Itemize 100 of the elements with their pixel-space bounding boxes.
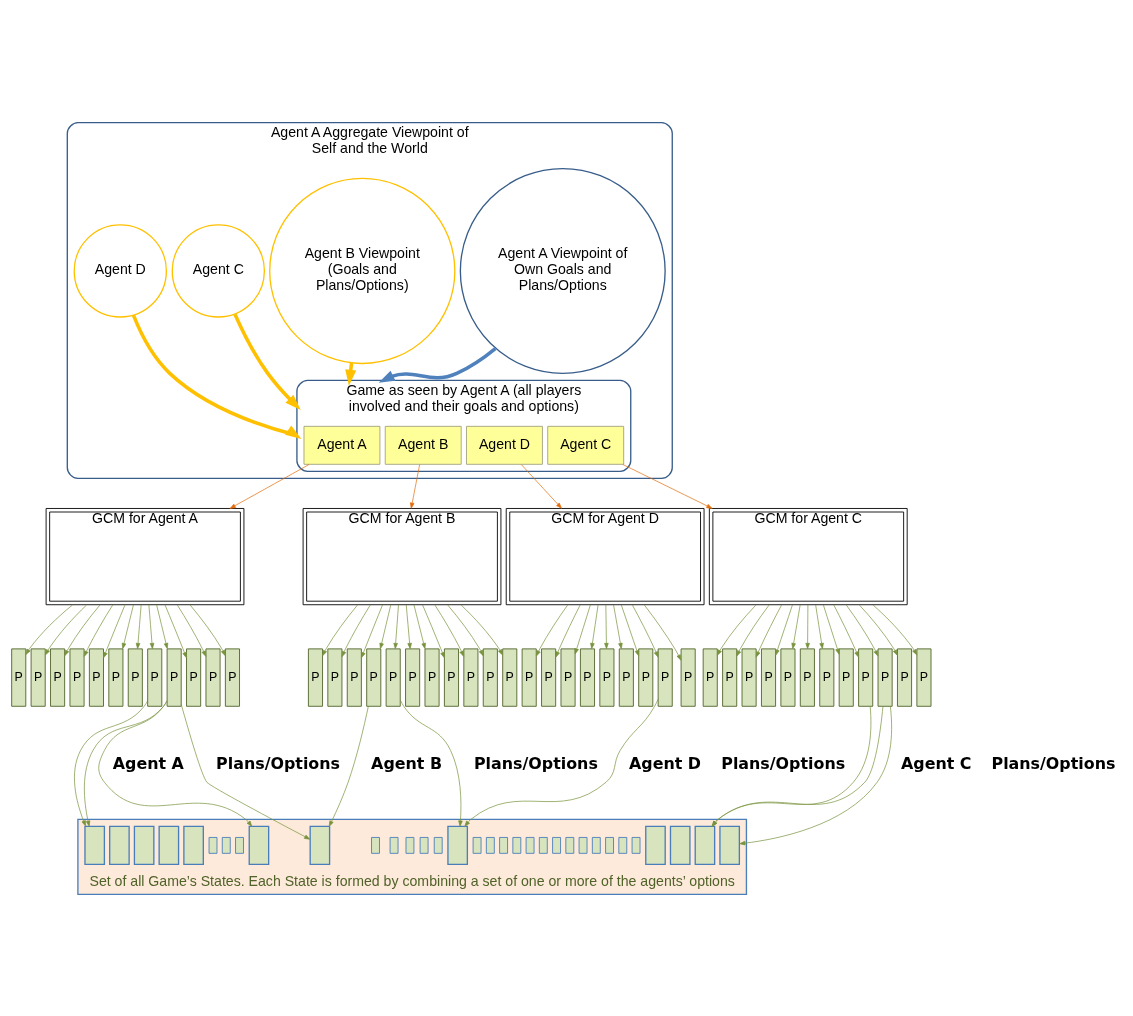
node-box: P: [521, 647, 537, 707]
arrow: [631, 603, 659, 657]
node-box: P: [346, 647, 362, 707]
arrow: [791, 604, 801, 649]
arrow: [156, 604, 169, 649]
arrow: [44, 604, 87, 655]
node-box: P: [205, 647, 221, 707]
arrow: [622, 463, 713, 509]
node-box: [183, 825, 204, 865]
arrow: [410, 463, 420, 509]
node-box: P: [916, 647, 932, 707]
node-box: [419, 836, 429, 854]
node-box: P: [541, 647, 557, 707]
arrow: [176, 604, 207, 657]
arrow: [536, 604, 569, 656]
node-box: P: [799, 647, 815, 707]
label: Agent D: [628, 753, 701, 773]
node-box: P: [30, 647, 46, 707]
node-box: P: [405, 647, 421, 707]
node-box: P: [560, 647, 576, 707]
arrow: [872, 604, 918, 655]
arrow: [555, 604, 581, 657]
arrow: [103, 603, 126, 658]
node-box: P: [680, 647, 696, 707]
node-box: P: [599, 647, 615, 707]
node-box: P: [385, 647, 401, 707]
node-box: P: [88, 647, 104, 707]
node-circle: Agent B Viewpoint (Goals and Plans/Options): [269, 177, 456, 364]
node-box: P: [819, 647, 835, 707]
arrow: [460, 604, 503, 655]
node-box: P: [722, 647, 738, 707]
arrow: [643, 603, 682, 661]
arrow: [341, 604, 371, 657]
node-box: [389, 836, 399, 854]
node-box: [525, 836, 535, 854]
node-box: [447, 825, 469, 865]
arrow: [64, 603, 101, 656]
node-box: [578, 836, 588, 854]
arrow: [405, 604, 412, 649]
arrow: [604, 604, 609, 649]
arrow: [233, 312, 301, 410]
arrow: [148, 604, 155, 649]
arrow: [447, 604, 484, 656]
arrow: [736, 604, 770, 656]
node-box: P: [741, 647, 757, 707]
arrow: [613, 604, 623, 649]
arrow: [574, 604, 591, 654]
node-box: [109, 825, 130, 865]
arrow: [620, 604, 640, 656]
node-box: P: [877, 647, 893, 707]
label: Plans/Options: [473, 753, 598, 773]
label: Agent A: [112, 753, 184, 773]
arrow: [135, 604, 142, 649]
arrow: [328, 705, 369, 827]
node-box: [645, 825, 666, 865]
arrow: [413, 604, 426, 649]
node-box: P: [761, 647, 777, 707]
label: Plans/Options: [991, 753, 1116, 773]
arrow: [858, 604, 898, 656]
node-box: [719, 825, 741, 865]
node-box: P: [780, 647, 796, 707]
node-box: P: [858, 647, 874, 707]
arrow: [434, 603, 465, 657]
node-box: P: [838, 647, 854, 707]
node-box: [512, 836, 522, 854]
node-box: P: [224, 647, 240, 707]
node-box: Agent D: [466, 425, 543, 465]
node-box: [208, 836, 218, 854]
node-box: [371, 836, 380, 854]
node-box: P: [638, 647, 654, 707]
arrow: [815, 604, 824, 649]
label: Plans/Options: [721, 753, 846, 773]
node-box: [605, 836, 614, 854]
node-box: P: [108, 647, 124, 707]
node-box: [565, 836, 575, 854]
node-box: P: [69, 647, 85, 707]
arrow: [717, 604, 757, 656]
node-box: P: [50, 647, 66, 707]
arrow: [164, 603, 187, 658]
node-box: [158, 825, 180, 865]
node-circle: Agent C: [171, 223, 266, 318]
node-box: P: [11, 647, 27, 707]
arrow: [322, 604, 358, 656]
node-circle: Agent A Viewpoint of Own Goals and Plans/Options: [459, 167, 666, 374]
node-box: P: [443, 647, 459, 707]
node-box: [405, 836, 415, 854]
node-box: [591, 836, 601, 854]
arrow: [833, 604, 859, 657]
arrow: [229, 463, 310, 509]
node-box: P: [702, 647, 718, 707]
label: Agent B: [371, 753, 443, 773]
arrow: [131, 314, 302, 439]
label: Agent C: [900, 753, 972, 773]
arrow: [83, 604, 114, 657]
arrow: [189, 603, 226, 656]
arrow: [393, 604, 399, 649]
node-box: P: [186, 647, 202, 707]
node-box: [133, 825, 155, 865]
arrow: [845, 603, 879, 656]
node-box: P: [307, 647, 323, 707]
